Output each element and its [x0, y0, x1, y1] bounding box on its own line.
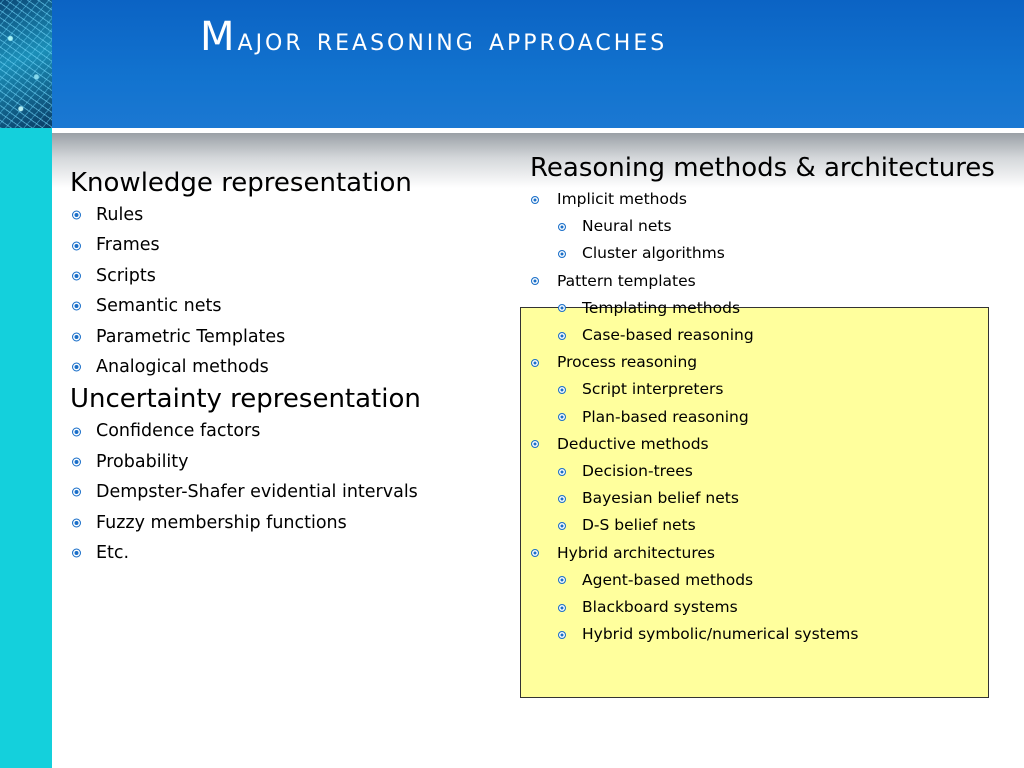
bullet-icon: [531, 277, 539, 286]
list-item: Probability: [70, 447, 510, 477]
sub-item: Blackboard systems: [530, 594, 1000, 621]
list-item: Analogical methods: [70, 352, 510, 382]
sub-bullet-icon: [558, 522, 566, 531]
list-item: Dempster-Shafer evidential intervals: [70, 477, 510, 507]
header-divider: [52, 128, 1024, 133]
sub-bullet-icon: [558, 576, 566, 585]
sub-item: Hybrid symbolic/numerical systems: [530, 621, 1000, 648]
bullet-icon: [72, 427, 81, 437]
left-column: Knowledge representation Rules Frames Sc…: [70, 166, 510, 568]
gradient-band: [52, 133, 1024, 188]
list-item: Parametric Templates: [70, 322, 510, 352]
list-item: Fuzzy membership functions: [70, 508, 510, 538]
bullet-icon: [531, 549, 539, 558]
decorative-fractal-image: [0, 0, 52, 128]
sub-item: Plan-based reasoning: [530, 404, 1000, 431]
highlight-box: [520, 307, 989, 698]
sub-bullet-icon: [558, 250, 566, 258]
bullet-icon: [72, 487, 81, 497]
sub-item: Bayesian belief nets: [530, 485, 1000, 512]
sub-item: D-S belief nets: [530, 512, 1000, 539]
sub-bullet-icon: [558, 494, 566, 503]
sub-item: Agent-based methods: [530, 567, 1000, 594]
title-bar: Major reasoning approaches: [0, 0, 1024, 128]
sub-item: Cluster algorithms: [530, 240, 1000, 267]
sub-bullet-icon: [558, 386, 566, 395]
bullet-icon: [531, 358, 539, 367]
bullet-icon: [72, 332, 81, 342]
bullet-icon: [531, 195, 539, 204]
group-item: Implicit methods: [530, 186, 1000, 213]
group-item: Process reasoning: [530, 349, 1000, 376]
group-item: Deductive methods: [530, 431, 1000, 458]
bullet-icon: [72, 548, 81, 558]
sub-bullet-icon: [558, 413, 566, 422]
bullet-icon: [72, 210, 81, 220]
sub-bullet-icon: [558, 603, 566, 612]
bullet-icon: [72, 362, 81, 372]
list-item: Scripts: [70, 261, 510, 291]
group-item: Pattern templates: [530, 268, 1000, 295]
section-heading-reasoning: Reasoning methods & architectures: [530, 153, 995, 183]
section-heading-knowledge: Knowledge representation: [70, 168, 412, 198]
bullet-icon: [72, 301, 81, 311]
sub-bullet-icon: [558, 630, 566, 639]
list-item: Etc.: [70, 538, 510, 568]
list-item: Frames: [70, 230, 510, 260]
sub-item: Neural nets: [530, 213, 1000, 240]
sub-item: Decision-trees: [530, 458, 1000, 485]
section-heading-uncertainty: Uncertainty representation: [70, 384, 421, 415]
bullet-icon: [72, 518, 81, 528]
sub-bullet-icon: [558, 331, 566, 340]
group-item: Hybrid architectures: [530, 540, 1000, 567]
list-item: Semantic nets: [70, 291, 510, 321]
sub-item: Case-based reasoning: [530, 322, 1000, 349]
list-item: Rules: [70, 200, 510, 230]
list-item: Confidence factors: [70, 416, 510, 446]
bullet-icon: [72, 271, 81, 281]
bullet-icon: [72, 457, 81, 467]
sub-bullet-icon: [558, 304, 566, 313]
slide-title: Major reasoning approaches: [200, 14, 668, 60]
bullet-icon: [72, 241, 81, 251]
side-accent-strip: [0, 128, 52, 768]
bullet-icon: [531, 440, 539, 449]
sub-bullet-icon: [558, 467, 566, 476]
right-column: Reasoning methods & architectures Implic…: [530, 150, 1000, 648]
sub-item: Templating methods: [530, 295, 1000, 322]
sub-item: Script interpreters: [530, 376, 1000, 403]
sub-bullet-icon: [558, 222, 566, 231]
